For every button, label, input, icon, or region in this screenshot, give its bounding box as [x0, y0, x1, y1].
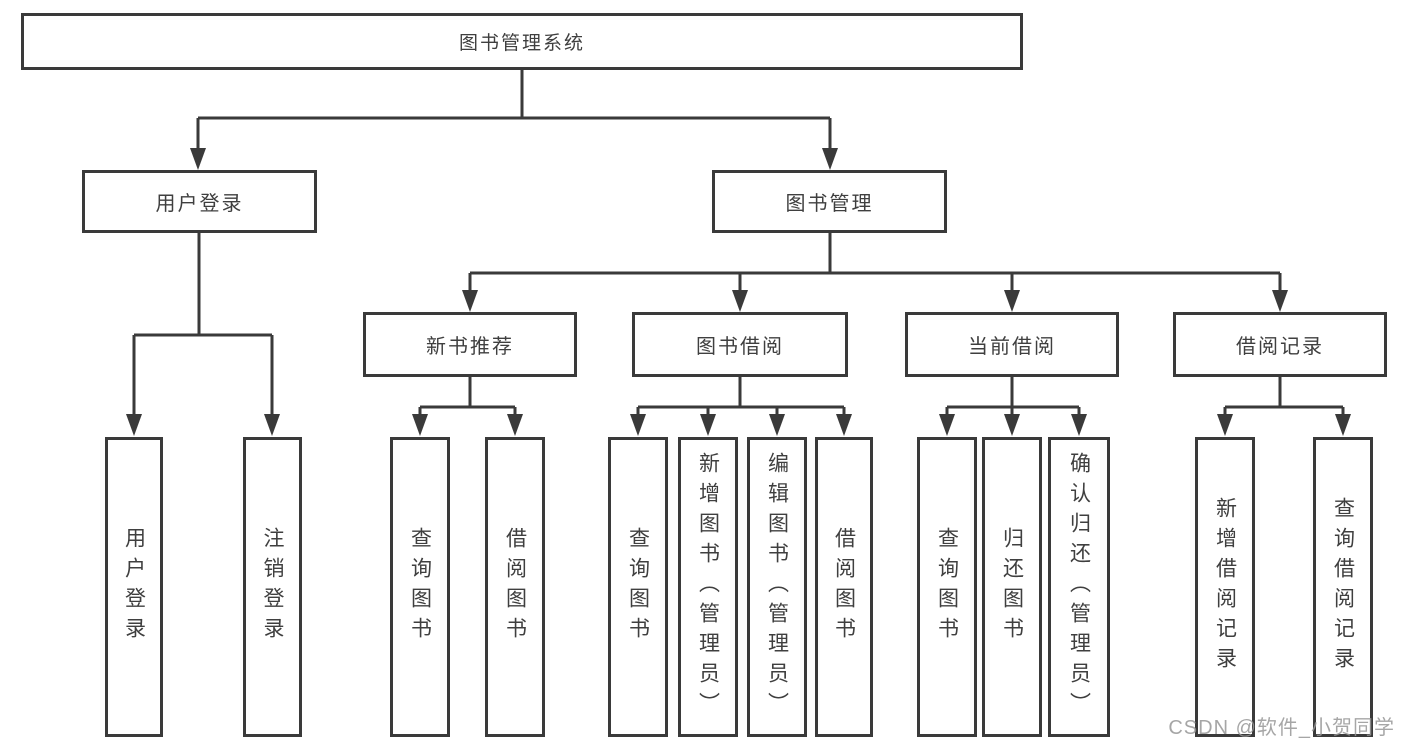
- node-book-borrow: 图书借阅: [632, 312, 848, 377]
- leaf-return-books: 归还图书: [982, 437, 1042, 737]
- leaf-query-borrow-record: 查询借阅记录: [1313, 437, 1373, 737]
- leaf-borrow-query-books: 查询图书: [608, 437, 668, 737]
- leaf-confirm-return-admin: 确认归还（管理员）: [1048, 437, 1110, 737]
- node-current-borrow: 当前借阅: [905, 312, 1119, 377]
- leaf-add-borrow-record: 新增借阅记录: [1195, 437, 1255, 737]
- node-borrow-records: 借阅记录: [1173, 312, 1387, 377]
- node-new-book-recommend: 新书推荐: [363, 312, 577, 377]
- leaf-recommend-query-books: 查询图书: [390, 437, 450, 737]
- leaf-user-login: 用户登录: [105, 437, 163, 737]
- leaf-logout: 注销登录: [243, 437, 302, 737]
- watermark: CSDN @软件_小贺同学: [1168, 717, 1395, 739]
- arrow-heads: [126, 148, 1351, 436]
- leaf-recommend-borrow-books: 借阅图书: [485, 437, 545, 737]
- leaf-current-query-books: 查询图书: [917, 437, 977, 737]
- leaf-borrow-books: 借阅图书: [815, 437, 873, 737]
- node-user-login-branch: 用户登录: [82, 170, 317, 233]
- leaf-add-books-admin: 新增图书（管理员）: [678, 437, 738, 737]
- tree-lines: [132, 70, 1345, 416]
- node-book-management-branch: 图书管理: [712, 170, 947, 233]
- node-root-system: 图书管理系统: [21, 13, 1023, 70]
- leaf-edit-books-admin: 编辑图书（管理员）: [747, 437, 807, 737]
